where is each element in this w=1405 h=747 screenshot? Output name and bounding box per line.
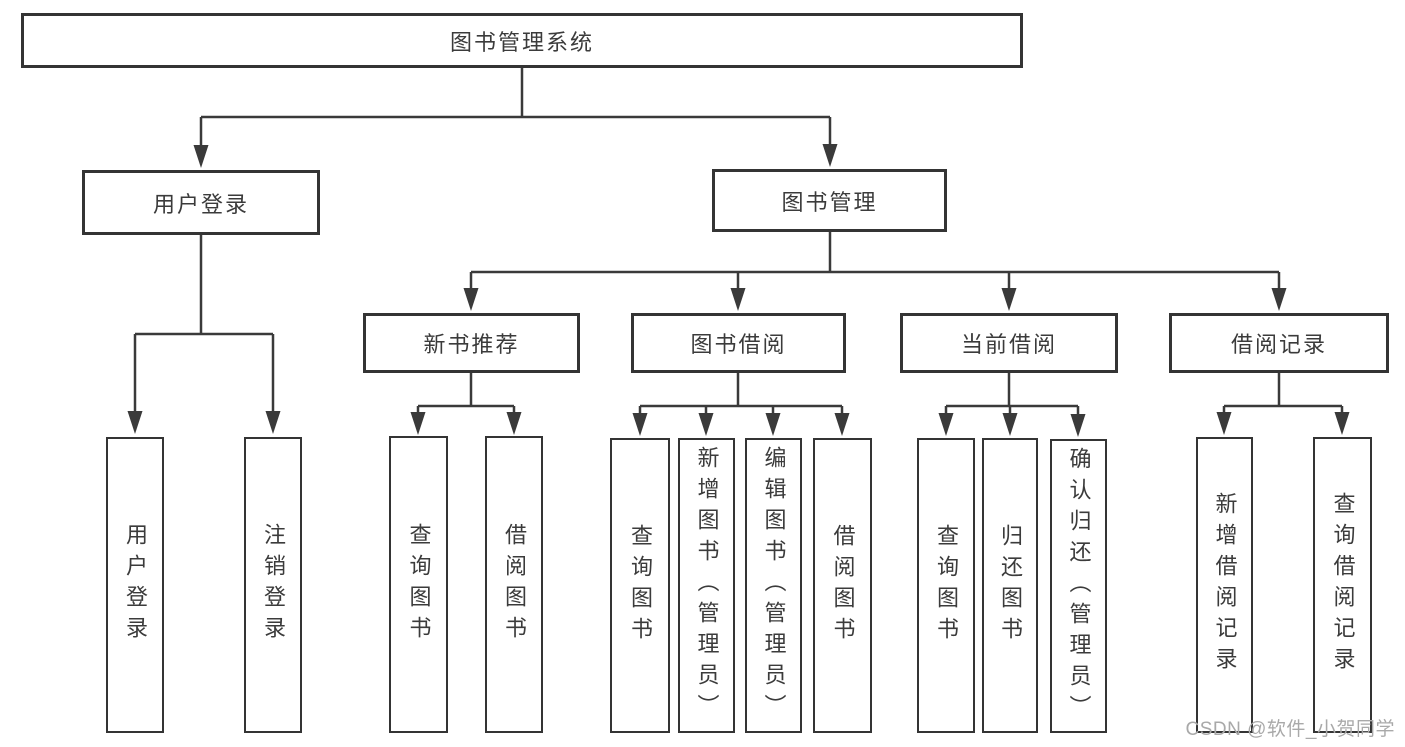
node-borrow-books-leaf: 借阅图书 bbox=[813, 438, 872, 733]
node-query-books-recommend: 查询图书 bbox=[389, 436, 448, 733]
node-confirm-return-admin: 确认归还（管理员） bbox=[1050, 439, 1107, 733]
node-add-books-admin: 新增图书（管理员） bbox=[678, 438, 735, 733]
node-user-login-leaf: 用户登录 bbox=[106, 437, 164, 733]
node-new-book-recommend: 新书推荐 bbox=[363, 313, 580, 373]
node-library-system: 图书管理系统 bbox=[21, 13, 1023, 68]
node-query-books-borrow: 查询图书 bbox=[610, 438, 670, 733]
node-book-borrow: 图书借阅 bbox=[631, 313, 846, 373]
node-add-borrow-record: 新增借阅记录 bbox=[1196, 437, 1253, 733]
node-logout: 注销登录 bbox=[244, 437, 302, 733]
node-book-management: 图书管理 bbox=[712, 169, 947, 232]
node-query-borrow-record: 查询借阅记录 bbox=[1313, 437, 1372, 733]
node-borrow-books-recommend: 借阅图书 bbox=[485, 436, 543, 733]
node-current-borrow: 当前借阅 bbox=[900, 313, 1118, 373]
node-return-books: 归还图书 bbox=[982, 438, 1038, 733]
node-borrow-records: 借阅记录 bbox=[1169, 313, 1389, 373]
node-user-login: 用户登录 bbox=[82, 170, 320, 235]
node-edit-books-admin: 编辑图书（管理员） bbox=[745, 438, 802, 733]
node-query-books-current: 查询图书 bbox=[917, 438, 975, 733]
csdn-watermark: CSDN @软件_小贺同学 bbox=[1185, 719, 1395, 740]
